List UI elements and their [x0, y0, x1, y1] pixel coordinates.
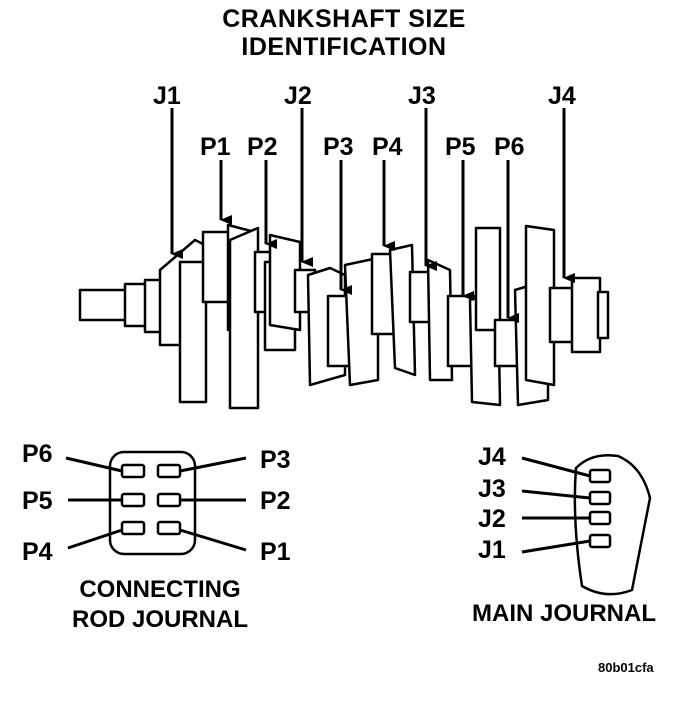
rod-label-p5: P5: [22, 487, 53, 515]
main-journal-leaders: [521, 456, 591, 554]
diagram-title-line2: IDENTIFICATION: [241, 33, 447, 61]
rod-mark-p2: [156, 492, 182, 508]
rod-mark-p6: [120, 463, 146, 479]
main-mark-j1: [588, 533, 612, 549]
main-mark-j2: [588, 510, 612, 526]
label-p5: P5: [445, 133, 476, 161]
rod-label-p3: P3: [260, 446, 291, 474]
label-j2: J2: [284, 82, 312, 110]
rod-label-p2: P2: [260, 487, 291, 515]
label-j3: J3: [408, 82, 436, 110]
main-label-j2: J2: [478, 505, 506, 533]
journal-arrows: [170, 108, 575, 323]
label-p3: P3: [323, 133, 354, 161]
main-mark-j4: [588, 468, 612, 484]
rod-journal-leaders: [65, 456, 247, 552]
rod-journal-caption-line2: ROD JOURNAL: [71, 606, 248, 633]
main-journal-caption: MAIN JOURNAL: [472, 600, 656, 627]
label-p1: P1: [200, 133, 231, 161]
crankshaft-illustration: [78, 223, 610, 410]
label-j1: J1: [153, 82, 181, 110]
rod-label-p6: P6: [22, 440, 53, 468]
diagram-title-line1: CRANKSHAFT SIZE: [222, 5, 466, 33]
main-label-j3: J3: [478, 475, 506, 503]
label-j4: J4: [548, 82, 576, 110]
main-journal-pad: [573, 454, 652, 596]
main-label-j1: J1: [478, 536, 506, 564]
rod-label-p4: P4: [22, 538, 53, 566]
label-p2: P2: [247, 133, 278, 161]
rod-journal-pad: [108, 450, 197, 556]
rod-mark-p1: [156, 520, 182, 536]
main-label-j4: J4: [478, 443, 506, 471]
rod-label-p1: P1: [260, 538, 291, 566]
rod-journal-caption-line1: CONNECTING: [79, 576, 241, 603]
main-mark-j3: [588, 490, 612, 506]
rod-mark-p5: [120, 492, 146, 508]
figure-code: 80b01cfa: [598, 660, 654, 675]
rod-mark-p4: [120, 520, 146, 536]
rod-mark-p3: [156, 463, 182, 479]
label-p6: P6: [494, 133, 525, 161]
label-p4: P4: [372, 133, 403, 161]
